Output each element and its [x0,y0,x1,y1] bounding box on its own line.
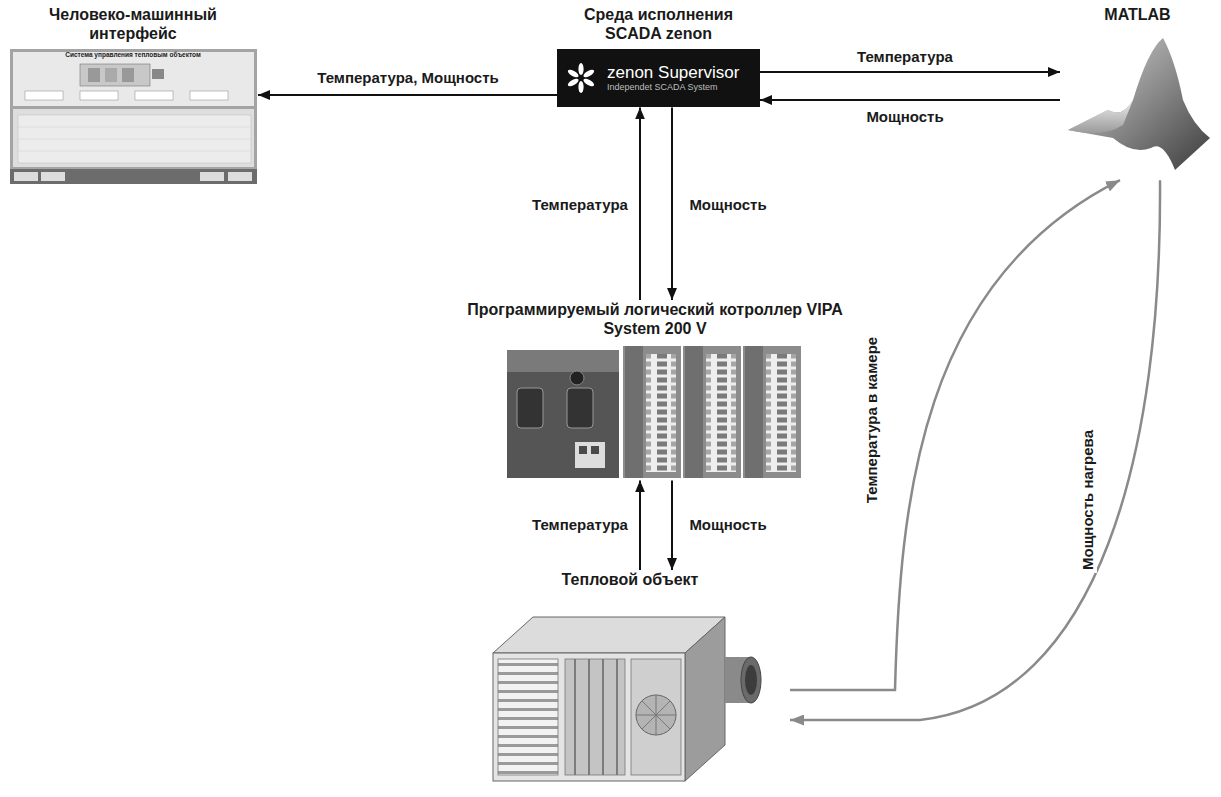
node-heading: MATLAB [1063,5,1213,24]
plc-illustration [505,344,805,480]
node-heading: Человеко-машинный интерфейс [43,5,223,43]
signal-arrow [760,99,1060,101]
node-heading: Тепловой объект [500,570,760,589]
signal-arrow [639,107,641,300]
hmi-screen-art [10,49,257,184]
product-name: zenon Supervisor [607,64,739,83]
edge-label: Температура [529,196,631,214]
product-subtitle: Independet SCADA System [607,82,739,93]
signal-arrow [671,107,673,300]
hmi-node: Человеко-машинный интерфейс Система упра… [8,5,258,184]
node-heading: Программируемый логический котроллер VIP… [465,300,845,338]
edge-label: Температура, Мощность [314,69,502,87]
curved-signal-arrow [790,180,1160,720]
screen-title: Система управления тепловым объектом [10,51,257,58]
edge-label: Температура в камере [863,334,881,506]
signal-arrow [760,71,1060,73]
scada-product-text: zenon SupervisorIndependet SCADA System [607,64,739,93]
hmi-screenshot: Система управления тепловым объектом [10,49,257,184]
signal-arrow [258,94,557,96]
edge-label: Мощность нагрева [1079,427,1097,573]
node-heading: Среда исполнения SCADA zenon [574,5,744,43]
edge-label: Мощность [863,108,946,126]
edge-label: Температура [529,516,631,534]
plc-node: Программируемый логический котроллер VIP… [455,300,855,480]
edge-label: Мощность [686,196,769,214]
matlab-node: MATLAB [1060,5,1215,180]
scada-node: Среда исполнения SCADA zenon zenon Super… [557,5,760,107]
scada-runtime-box: zenon SupervisorIndependet SCADA System [557,49,760,107]
zenon-logo [565,62,597,94]
signal-arrow [639,480,641,570]
signal-arrow [671,480,673,570]
edge-label: Мощность [686,516,769,534]
thermal-object-node: Тепловой объект [470,570,790,785]
matlab-logo [1063,30,1213,180]
thermal-object-illustration [485,595,775,785]
curved-signal-arrow [790,180,1120,690]
edge-label: Температура [854,48,956,66]
